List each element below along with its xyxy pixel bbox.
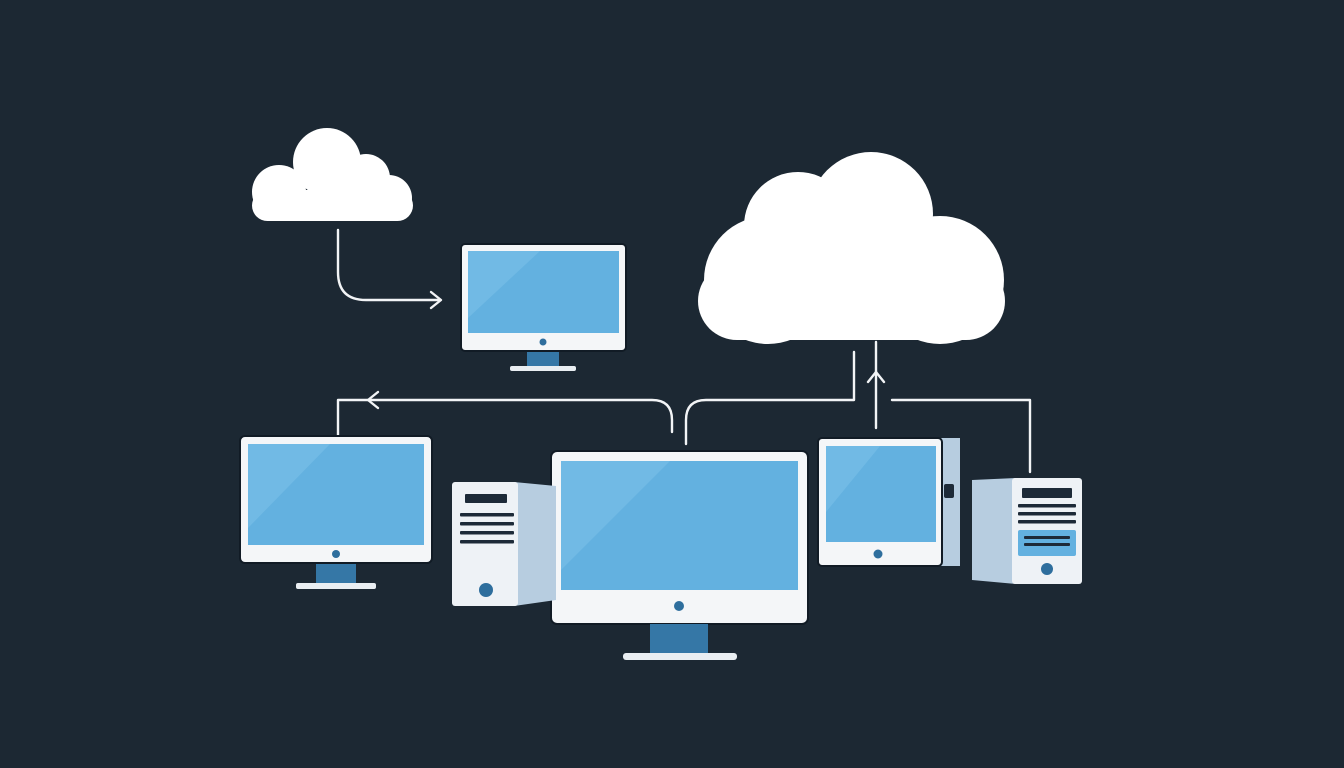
connectors — [336, 228, 1032, 474]
desktop-tower-icon — [972, 478, 1082, 584]
edge-monitor-center-to-monitor-left — [336, 398, 674, 438]
monitor-icon — [550, 450, 809, 660]
monitor-icon — [460, 243, 627, 371]
monitor-center — [550, 450, 809, 660]
tower-left — [452, 482, 556, 606]
cloud-small — [252, 128, 413, 221]
monitor-icon — [817, 437, 960, 567]
arrowhead-cloud-large — [866, 370, 886, 384]
cloud-icon — [252, 128, 413, 221]
desktop-tower-icon — [452, 482, 556, 606]
arrowhead-monitor-left — [366, 390, 380, 410]
edge-cloud-small-to-monitor-upper — [336, 228, 442, 302]
cloud-icon — [698, 152, 1005, 344]
arrowhead-monitor-upper — [429, 290, 443, 310]
tower-right — [972, 478, 1082, 584]
monitor-left — [239, 435, 433, 589]
monitor-right — [817, 437, 960, 567]
cloud-large — [698, 152, 1005, 344]
edge-monitor-center-to-cloud-large — [684, 350, 856, 446]
edge-tower-right-to-cloud-large — [890, 398, 1032, 474]
monitor-upper — [460, 243, 627, 371]
monitor-icon — [239, 435, 433, 589]
